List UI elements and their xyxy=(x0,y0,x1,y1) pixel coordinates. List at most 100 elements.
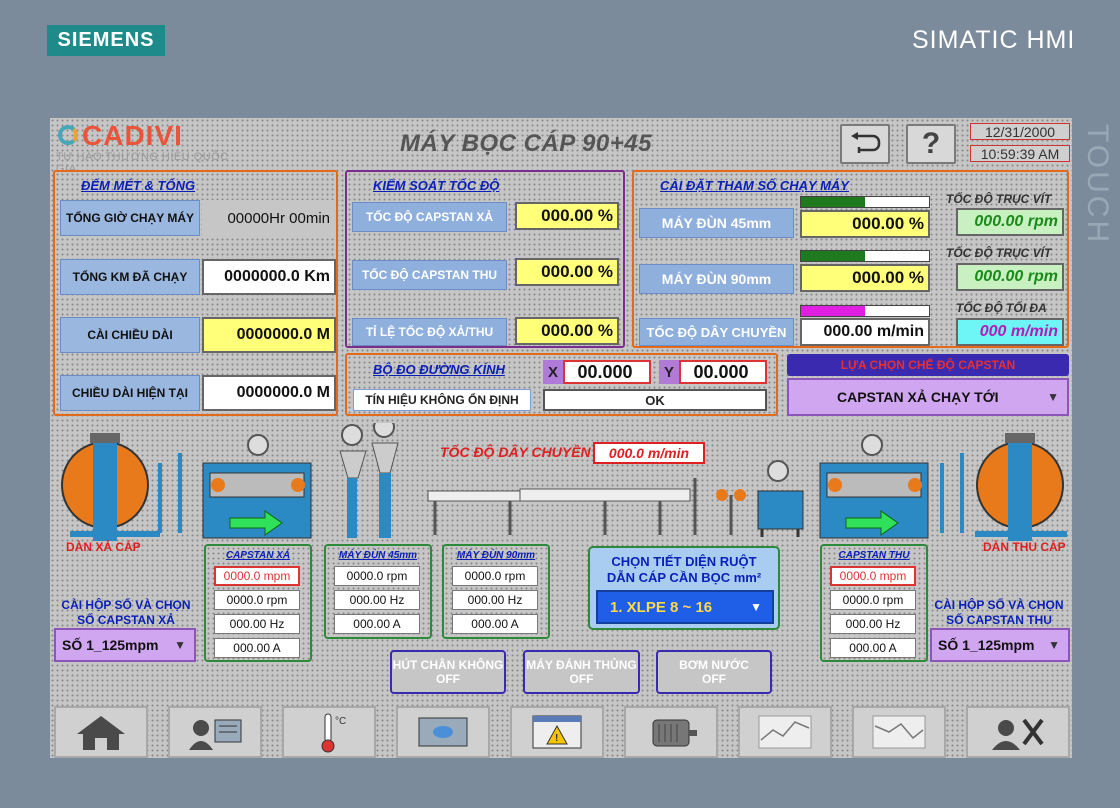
help-button[interactable]: ? xyxy=(906,124,956,164)
takeup-caption: DÀN THU CÁP xyxy=(983,540,1066,554)
capstan-mode-title: LỰA CHỌN CHẾ ĐỘ CAPSTAN xyxy=(787,354,1069,376)
conductor-section-select[interactable]: 1. XLPE 8 ~ 16 ▼ xyxy=(596,590,774,624)
nav-trend-button[interactable] xyxy=(738,706,832,758)
capstan-payoff-hz: 000.00 Hz xyxy=(214,614,300,634)
max-speed-value[interactable]: 000 m/min xyxy=(956,318,1064,346)
speed-ratio-value[interactable]: 000.00 % xyxy=(515,317,619,345)
payoff-caption: DÀN XẢ CÁP xyxy=(66,540,141,554)
chevron-down-icon: ▼ xyxy=(750,600,762,614)
x-axis-label: X xyxy=(543,360,563,384)
spark-tester-toggle[interactable]: MÁY ĐÁNH THỦNG OFF xyxy=(523,650,640,694)
gearbox-left-select[interactable]: SỐ 1_125mpm ▼ xyxy=(54,628,196,662)
nav-motor-button[interactable] xyxy=(624,706,718,758)
extruder-90-amp: 000.00 A xyxy=(452,614,538,634)
gearbox-right-value: SỐ 1_125mpm xyxy=(938,637,1035,653)
gearbox-right-label-line2: SỐ CAPSTAN THU xyxy=(946,613,1052,627)
capstan-payoff-amp: 000.00 A xyxy=(214,638,300,658)
diameter-x-value: 00.000 xyxy=(563,360,651,384)
extruder-45-group: MÁY ĐÙN 45mm 0000.0 rpm 000.00 Hz 000.00… xyxy=(324,544,432,639)
capstan-payoff-mpm: 0000.0 mpm xyxy=(214,566,300,586)
extruder-90-value[interactable]: 000.00 % xyxy=(800,264,930,292)
counter-panel-title: ĐẾM MÉT & TỔNG xyxy=(81,178,196,193)
speed-panel-title: KIỂM SOÁT TỐC ĐỘ xyxy=(373,178,500,193)
water-pump-toggle-label: BƠM NƯỚC xyxy=(679,658,749,672)
capstan-takeup-amp: 000.00 A xyxy=(830,638,916,658)
extruder-45-value[interactable]: 000.00 % xyxy=(800,210,930,238)
gearbox-right-label-line1: CÀI HỘP SỐ VÀ CHỌN xyxy=(934,598,1064,612)
extruder-45-rpm: 0000.0 rpm xyxy=(334,566,420,586)
back-button[interactable] xyxy=(840,124,890,164)
operator-panel-icon xyxy=(189,719,242,750)
monitor-icon xyxy=(418,717,468,747)
capstan-takeup-group-title: CAPSTAN THU xyxy=(838,550,910,561)
logo-brand: CADIVI xyxy=(82,120,183,151)
spark-tester-toggle-state: OFF xyxy=(569,672,594,686)
line-speed-caption: TỐC ĐỘ DÂY CHUYỀN xyxy=(440,444,591,460)
water-pump-toggle[interactable]: BƠM NƯỚC OFF xyxy=(656,650,772,694)
extruder-45-group-title: MÁY ĐÙN 45mm xyxy=(338,550,418,561)
extruder-45-screw-speed-title: TỐC ĐỘ TRỤC VÍT xyxy=(946,192,1052,206)
capstan-payoff-group-title: CAPSTAN XẢ xyxy=(225,550,291,561)
capstan-takeup-speed-value: 000.00 % xyxy=(515,258,619,286)
time-display: 10:59:39 AM xyxy=(970,145,1070,162)
extruder-90-screw-speed-title: TỐC ĐỘ TRỤC VÍT xyxy=(946,246,1052,260)
nav-home-button[interactable] xyxy=(54,706,148,758)
extruder-hoppers-icon xyxy=(339,423,399,538)
takeup-reel-icon xyxy=(940,433,1067,541)
vacuum-toggle-label: HÚT CHÂN KHÔNG xyxy=(392,658,504,672)
conductor-section-label: CHỌN TIẾT DIỆN RUỘT DẪN CÁP CẦN BỌC mm² xyxy=(590,554,778,586)
line-speed-label: TỐC ĐỘ DÂY CHUYỀN xyxy=(639,318,794,346)
capstan-takeup-icon xyxy=(819,434,929,539)
siemens-logo: SIEMENS xyxy=(47,25,165,56)
conductor-section-label-line2: DẪN CÁP CẦN BỌC mm² xyxy=(606,570,762,585)
extruder-45-label: MÁY ĐÙN 45mm xyxy=(639,208,794,238)
diameter-status: OK xyxy=(543,389,767,411)
touch-label: TOUCH xyxy=(1081,124,1114,246)
total-km-value: 0000000.0 Km xyxy=(202,259,336,295)
nav-settings-button[interactable] xyxy=(966,706,1070,758)
capstan-payoff-icon xyxy=(202,434,312,539)
gearbox-left-label: CÀI HỘP SỐ VÀ CHỌN SỐ CAPSTAN XẢ xyxy=(52,598,200,628)
gearbox-left-label-line1: CÀI HỘP SỐ VÀ CHỌN xyxy=(61,598,191,612)
capstan-mode-select[interactable]: CAPSTAN XẢ CHẠY TỚI ▼ xyxy=(787,378,1069,416)
capstan-mode-value: CAPSTAN XẢ CHẠY TỚI xyxy=(837,389,999,405)
payoff-reel-icon xyxy=(61,433,182,541)
capstan-takeup-speed-label: TỐC ĐỘ CAPSTAN THU xyxy=(352,260,507,290)
nav-temperature-button[interactable]: °C xyxy=(282,706,376,758)
gearbox-right-select[interactable]: SỐ 1_125mpm ▼ xyxy=(930,628,1070,662)
vacuum-toggle[interactable]: HÚT CHÂN KHÔNG OFF xyxy=(390,650,506,694)
max-speed-title: TỐC ĐỘ TỐI ĐA xyxy=(956,301,1047,315)
home-icon xyxy=(77,716,125,750)
total-hours-value: 00000Hr 00min xyxy=(202,200,336,236)
capstan-payoff-group: CAPSTAN XẢ 0000.0 mpm 0000.0 rpm 000.00 … xyxy=(204,544,312,662)
extruder-45-screw-speed: 000.00 rpm xyxy=(956,208,1064,236)
extruder-90-screw-speed: 000.00 rpm xyxy=(956,263,1064,291)
capstan-takeup-hz: 000.00 Hz xyxy=(830,614,916,634)
y-axis-label: Y xyxy=(659,360,679,384)
nav-trend-chart-button[interactable] xyxy=(852,706,946,758)
set-length-input[interactable]: 0000000.0 M xyxy=(202,317,336,353)
param-panel-title: CÀI ĐẶT THAM SỐ CHẠY MÁY xyxy=(660,178,849,193)
chevron-down-icon: ▼ xyxy=(174,638,186,652)
nav-alarm-button[interactable]: ! xyxy=(510,706,604,758)
alarm-icon: ! xyxy=(532,715,582,749)
spark-tester-toggle-label: MÁY ĐÁNH THỦNG xyxy=(526,658,637,672)
nav-operator-button[interactable] xyxy=(168,706,262,758)
vacuum-toggle-state: OFF xyxy=(436,672,460,686)
chevron-down-icon: ▼ xyxy=(1047,390,1059,404)
diameter-panel: BỘ ĐO ĐƯỜNG KÍNH X 00.000 Y 00.000 TÍN H… xyxy=(345,353,778,416)
nav-monitor-button[interactable] xyxy=(396,706,490,758)
extruder-45-bar xyxy=(800,196,930,208)
conductor-section-box: CHỌN TIẾT DIỆN RUỘT DẪN CÁP CẦN BỌC mm² … xyxy=(588,546,780,630)
speed-ratio-label: TỈ LỆ TỐC ĐỘ XẢ/THU xyxy=(352,318,507,346)
cadivi-mark-icon xyxy=(58,125,78,145)
extruder-90-group-title: MÁY ĐÙN 90mm xyxy=(456,550,536,561)
svg-text:!: ! xyxy=(555,733,558,744)
capstan-payoff-rpm: 0000.0 rpm xyxy=(214,590,300,610)
settings-icon xyxy=(992,718,1044,750)
total-km-label: TỔNG KM ĐÃ CHẠY xyxy=(60,259,200,295)
extruder-90-group: MÁY ĐÙN 90mm 0000.0 rpm 000.00 Hz 000.00… xyxy=(442,544,550,639)
line-speed-value[interactable]: 000.00 m/min xyxy=(800,318,930,346)
set-length-label: CÀI CHIỀU DÀI xyxy=(60,317,200,353)
extruder-45-hz: 000.00 Hz xyxy=(334,590,420,610)
